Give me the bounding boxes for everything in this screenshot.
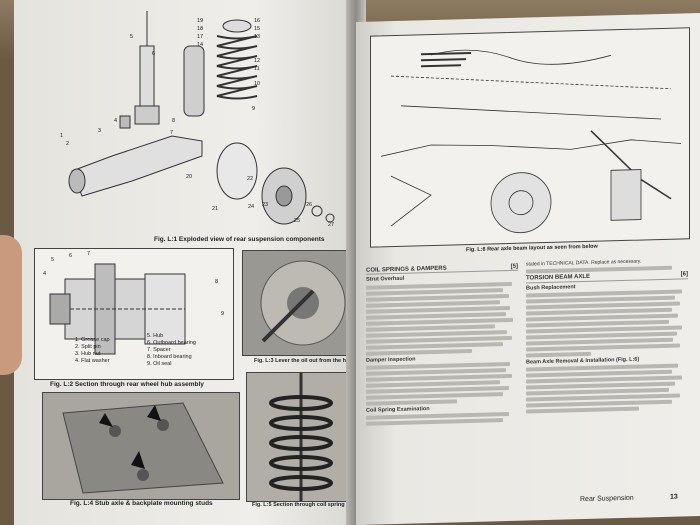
left-page: 5 6 19 18 17 16 14 15 13 12 11 10 9 8 7 … — [14, 0, 356, 525]
callout-23: 23 — [262, 202, 269, 208]
page-number: 13 — [670, 493, 678, 501]
callout-10: 10 — [254, 81, 261, 87]
fig-l2-legend-left: 1. Grease cap 2. Split pin 3. Hub nut 4.… — [75, 337, 110, 365]
callout-14: 14 — [197, 42, 204, 48]
fig-l1-caption: Fig. L:1 Exploded view of rear suspensio… — [154, 236, 325, 243]
fig-l3-photo — [242, 250, 354, 356]
legend-item-2: 2. Split pin — [75, 344, 101, 350]
callout-7: 7 — [170, 130, 174, 136]
callout-5: 5 — [130, 34, 134, 40]
fig-l4-photo — [42, 392, 240, 500]
text-column-1: COIL SPRINGS & DAMPERS [5] Strut Overhau… — [366, 262, 518, 428]
fig-l2-legend-right: 5. Hub 6. Outboard bearing 7. Spacer 8. … — [147, 333, 196, 368]
callout-24: 24 — [248, 204, 255, 210]
legend-item-7: 7. Spacer — [147, 347, 171, 353]
callout-9: 9 — [252, 106, 256, 112]
callout-27: 27 — [328, 222, 335, 228]
callout-9: 9 — [221, 311, 225, 317]
callout-5: 5 — [51, 257, 55, 263]
hub-lever-photo — [243, 251, 353, 355]
callout-12: 12 — [254, 58, 261, 64]
fig-l2-hub-section: 7 6 5 4 8 9 1. Grease cap 2. Split pin 3… — [34, 248, 234, 380]
callout-8: 8 — [215, 279, 219, 285]
stub-axle-photo — [43, 393, 239, 499]
thumb — [0, 235, 22, 375]
suspension-exploded-drawing — [68, 11, 335, 225]
text-column-2: stated in TECHNICAL DATA. Replace as nec… — [526, 257, 688, 415]
fig-l5-photo — [246, 372, 356, 502]
callout-15: 15 — [254, 26, 261, 32]
fig-l5-caption: Fig. L:5 Section through coil spring — [252, 502, 345, 508]
callout-4: 4 — [43, 271, 47, 277]
callout-8: 8 — [172, 118, 176, 124]
right-page: Fig. L:6 Rear axle beam layout as seen f… — [356, 12, 700, 525]
callout-6: 6 — [69, 253, 73, 259]
callout-6: 6 — [152, 51, 156, 57]
legend-item-1: 1. Grease cap — [75, 337, 110, 343]
fig-l6-axle-layout — [370, 27, 690, 248]
fig-l3-caption: Fig. L:3 Lever the oil out from the hub — [254, 358, 353, 364]
fig-l4-caption: Fig. L:4 Stub axle & backplate mounting … — [70, 500, 213, 507]
legend-item-9: 9. Oil seal — [147, 361, 172, 367]
callout-18: 18 — [197, 26, 204, 32]
legend-item-8: 8. Inboard bearing — [147, 354, 192, 360]
page-footer-label: Rear Suspension — [580, 494, 634, 504]
legend-item-4: 4. Flat washer — [75, 358, 110, 364]
callout-3: 3 — [98, 128, 102, 134]
callout-1: 1 — [60, 133, 64, 139]
callout-22: 22 — [247, 176, 254, 182]
callout-17: 17 — [197, 34, 204, 40]
hub-section-drawing — [49, 263, 186, 355]
callout-11: 11 — [254, 66, 260, 72]
fig-l6-caption: Fig. L:6 Rear axle beam layout as seen f… — [466, 243, 598, 254]
legend-item-3: 3. Hub nut — [75, 351, 101, 357]
callout-4: 4 — [114, 118, 118, 124]
callout-19: 19 — [197, 18, 204, 24]
callout-25: 25 — [294, 218, 301, 224]
axle-layout-drawing — [380, 49, 682, 234]
legend-item-5: 5. Hub — [147, 333, 164, 339]
coil-spring-photo — [247, 373, 355, 501]
callout-26: 26 — [306, 202, 313, 208]
callout-13: 13 — [254, 34, 261, 40]
callout-7: 7 — [87, 251, 91, 257]
fig-l1-exploded-view: 5 6 19 18 17 16 14 15 13 12 11 10 9 8 7 … — [52, 6, 352, 234]
callout-21: 21 — [212, 206, 219, 212]
callout-16: 16 — [254, 18, 261, 24]
legend-item-6: 6. Outboard bearing — [147, 340, 196, 346]
callout-2: 2 — [66, 141, 70, 147]
fig-l2-caption: Fig. L:2 Section through rear wheel hub … — [50, 381, 204, 388]
callout-20: 20 — [186, 174, 193, 180]
